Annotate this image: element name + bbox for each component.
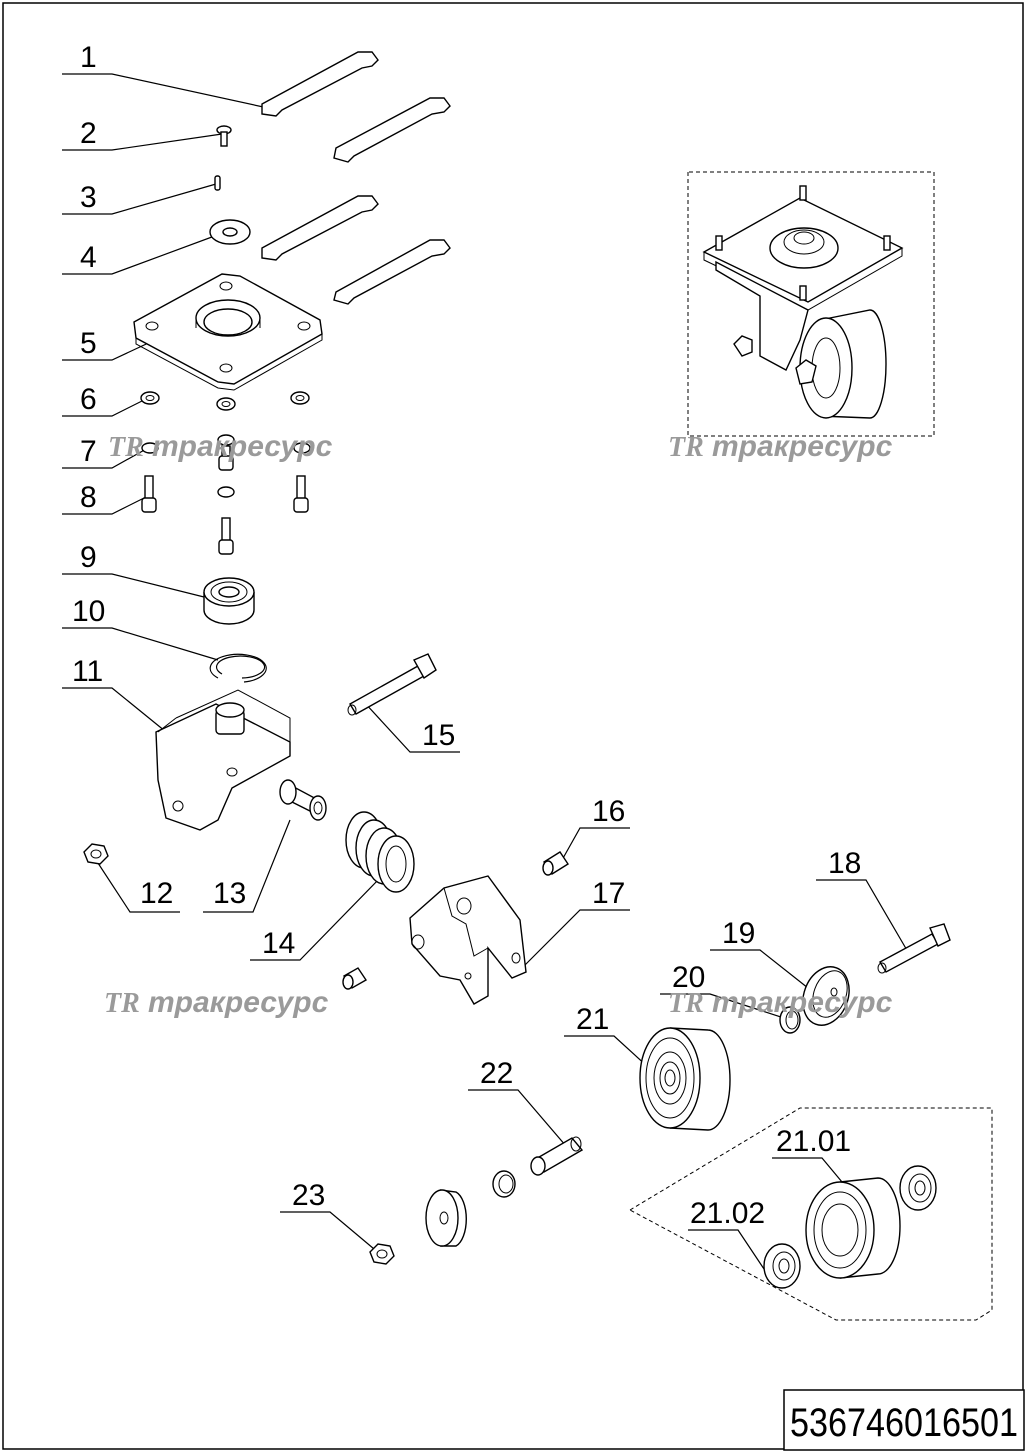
spacer-13 — [279, 779, 327, 821]
callout-21-01: 21.01 — [776, 1125, 851, 1158]
callout-12: 12 — [140, 877, 173, 910]
bush-lower — [342, 967, 367, 990]
watermark-1: TR тракресурс — [108, 430, 333, 463]
bolts-8 — [141, 445, 309, 555]
callout-8: 8 — [80, 481, 97, 514]
lock-washers-7 — [141, 434, 311, 498]
svg-text:TR: TR — [104, 988, 140, 1019]
wheel-detail-group — [629, 1107, 993, 1321]
side-cap — [425, 1189, 467, 1247]
nut-23 — [369, 1243, 395, 1265]
retaining-ring-10 — [209, 653, 267, 683]
callout-13: 13 — [213, 877, 246, 910]
svg-text:тракресурс: тракресурс — [148, 986, 329, 1019]
callout-22: 22 — [480, 1057, 513, 1090]
callout-3: 3 — [80, 181, 97, 214]
washers-6 — [140, 391, 310, 411]
callout-labels: 1 2 3 4 5 6 7 8 9 10 11 12 13 14 15 16 1… — [72, 41, 861, 1230]
mounting-plate-5 — [133, 273, 323, 391]
callout-16: 16 — [592, 795, 625, 828]
callout-1: 1 — [80, 41, 97, 74]
wheel-21 — [639, 1027, 731, 1131]
svg-text:тракресурс: тракресурс — [152, 430, 333, 463]
axle-bolt-18 — [877, 923, 951, 974]
callout-4: 4 — [80, 241, 97, 274]
callout-20: 20 — [672, 961, 705, 994]
callout-2: 2 — [80, 117, 97, 150]
spacer-ring-20 — [779, 1006, 801, 1034]
nut-12 — [83, 843, 109, 865]
ring-small — [492, 1170, 516, 1198]
callout-14: 14 — [262, 927, 295, 960]
callout-18: 18 — [828, 847, 861, 880]
screw-2 — [216, 125, 232, 147]
callout-11: 11 — [72, 655, 103, 688]
bush-16 — [542, 851, 569, 876]
callout-15: 15 — [422, 719, 455, 752]
callout-9: 9 — [80, 541, 97, 574]
callout-21-02: 21.02 — [690, 1197, 765, 1230]
bolt-15 — [347, 653, 437, 716]
svg-text:TR: TR — [668, 432, 704, 463]
pin-3 — [214, 175, 221, 191]
axle-sleeve-22 — [530, 1136, 584, 1176]
swing-bracket-17 — [409, 875, 527, 1005]
svg-text:TR: TR — [108, 432, 144, 463]
spring-14 — [345, 811, 415, 893]
callout-6: 6 — [80, 383, 97, 416]
dust-cap-19 — [802, 966, 850, 1026]
svg-text:тракресурс: тракресурс — [712, 986, 893, 1019]
drawing-code-box — [783, 1389, 1025, 1451]
callout-23: 23 — [292, 1179, 325, 1212]
watermark-3: TR тракресурс — [104, 986, 329, 1019]
bearing-9 — [203, 577, 255, 625]
callout-17: 17 — [592, 877, 625, 910]
callout-19: 19 — [722, 917, 755, 950]
callout-leaders — [62, 73, 909, 1273]
drawing-code: 536746016501 — [790, 1401, 1018, 1445]
shim-plates — [261, 51, 451, 305]
svg-text:TR: TR — [668, 988, 704, 1019]
callout-21: 21 — [576, 1003, 609, 1036]
washer-4 — [209, 219, 251, 245]
svg-text:тракресурс: тракресурс — [712, 430, 893, 463]
watermark-2: TR тракресурс — [668, 430, 893, 463]
assembled-caster-inset — [687, 171, 935, 437]
callout-10: 10 — [72, 595, 105, 628]
watermark-4: TR тракресурс — [668, 986, 893, 1019]
callout-5: 5 — [80, 327, 97, 360]
fork-housing-11 — [155, 689, 291, 831]
callout-7: 7 — [80, 435, 97, 468]
